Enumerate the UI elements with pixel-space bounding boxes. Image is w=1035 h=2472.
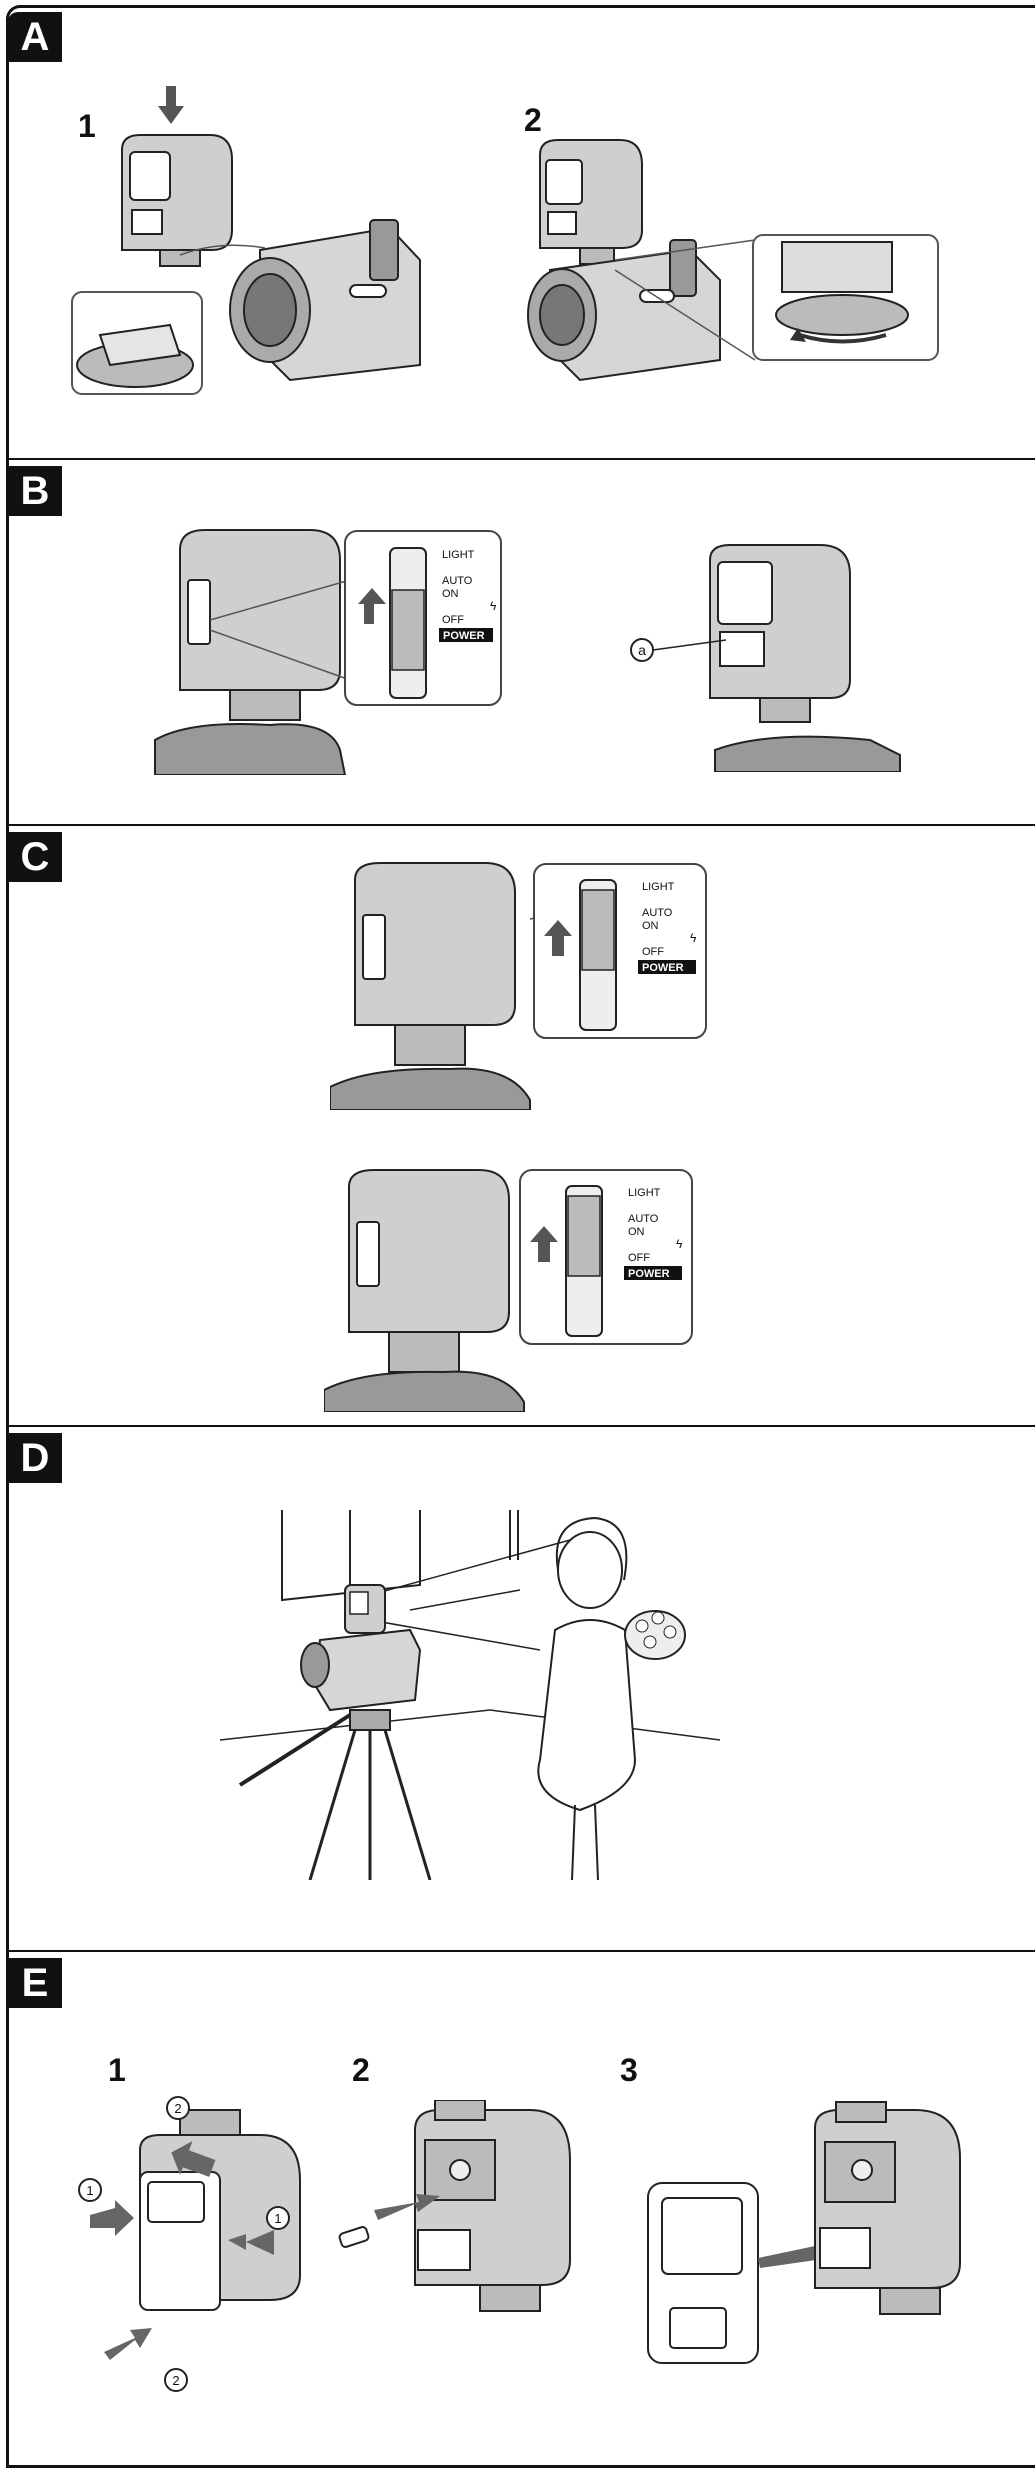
insert-part-figure-e2 bbox=[330, 2100, 590, 2370]
circled-number-icon: 1 bbox=[267, 2207, 289, 2229]
flash-bolt-icon: ϟ bbox=[690, 931, 697, 945]
svg-text:ON: ON bbox=[442, 588, 459, 600]
circled-number-icon: 1 bbox=[79, 2179, 101, 2201]
section-a-label: A bbox=[8, 12, 62, 62]
section-b-label: B bbox=[8, 466, 62, 516]
section-divider-ab bbox=[6, 458, 1035, 460]
svg-text:OFF: OFF bbox=[628, 1252, 650, 1264]
light-unit-figure-b-right: a bbox=[620, 540, 910, 772]
svg-text:2: 2 bbox=[172, 2373, 179, 2388]
circled-number-icon: 2 bbox=[167, 2097, 189, 2119]
attach-light-figure-1 bbox=[60, 80, 460, 400]
svg-text:POWER: POWER bbox=[642, 962, 684, 974]
section-e-step-1: 1 bbox=[108, 2052, 126, 2089]
circled-number-icon: 2 bbox=[165, 2369, 187, 2391]
power-switch-panel-c2: LIGHT AUTO ON OFF ϟ POWER bbox=[516, 1168, 698, 1348]
section-e-label: E bbox=[8, 1958, 62, 2008]
section-c-label: C bbox=[8, 832, 62, 882]
flash-bolt-icon: ϟ bbox=[676, 1237, 683, 1251]
callout-a-label: a bbox=[638, 642, 646, 658]
svg-text:POWER: POWER bbox=[443, 630, 485, 642]
svg-text:AUTO: AUTO bbox=[642, 907, 673, 919]
svg-text:OFF: OFF bbox=[642, 946, 664, 958]
section-e-step-2: 2 bbox=[352, 2052, 370, 2089]
remove-cover-figure-e1: 1 1 2 2 bbox=[60, 2090, 330, 2410]
power-switch-figure-c1 bbox=[330, 855, 540, 1110]
section-e-step-3: 3 bbox=[620, 2052, 638, 2089]
svg-text:ON: ON bbox=[642, 920, 659, 932]
svg-text:AUTO: AUTO bbox=[628, 1213, 659, 1225]
section-divider-bc bbox=[6, 824, 1035, 826]
power-switch-figure-c2 bbox=[324, 1162, 534, 1412]
power-switch-panel-b: LIGHT AUTO ON OFF ϟ POWER bbox=[344, 530, 504, 708]
flash-bolt-icon: ϟ bbox=[490, 599, 497, 613]
recording-scene-figure bbox=[210, 1500, 730, 1880]
svg-text:ON: ON bbox=[628, 1226, 645, 1238]
section-d-label: D bbox=[8, 1433, 62, 1483]
svg-text:LIGHT: LIGHT bbox=[442, 549, 475, 561]
page-frame-bottom bbox=[6, 2465, 1035, 2468]
svg-text:2: 2 bbox=[174, 2101, 181, 2116]
svg-text:POWER: POWER bbox=[628, 1268, 670, 1280]
svg-text:LIGHT: LIGHT bbox=[642, 881, 675, 893]
attach-light-figure-2 bbox=[520, 130, 950, 410]
section-divider-de bbox=[6, 1950, 1035, 1952]
attach-cover-figure-e3 bbox=[640, 2098, 980, 2388]
power-switch-panel-c1: LIGHT AUTO ON OFF ϟ POWER bbox=[530, 862, 710, 1042]
svg-text:LIGHT: LIGHT bbox=[628, 1187, 661, 1199]
svg-text:AUTO: AUTO bbox=[442, 575, 473, 587]
svg-text:1: 1 bbox=[274, 2211, 281, 2226]
arrow-down-icon bbox=[158, 86, 184, 124]
svg-text:1: 1 bbox=[86, 2183, 93, 2198]
svg-text:OFF: OFF bbox=[442, 614, 464, 626]
section-divider-cd bbox=[6, 1425, 1035, 1427]
